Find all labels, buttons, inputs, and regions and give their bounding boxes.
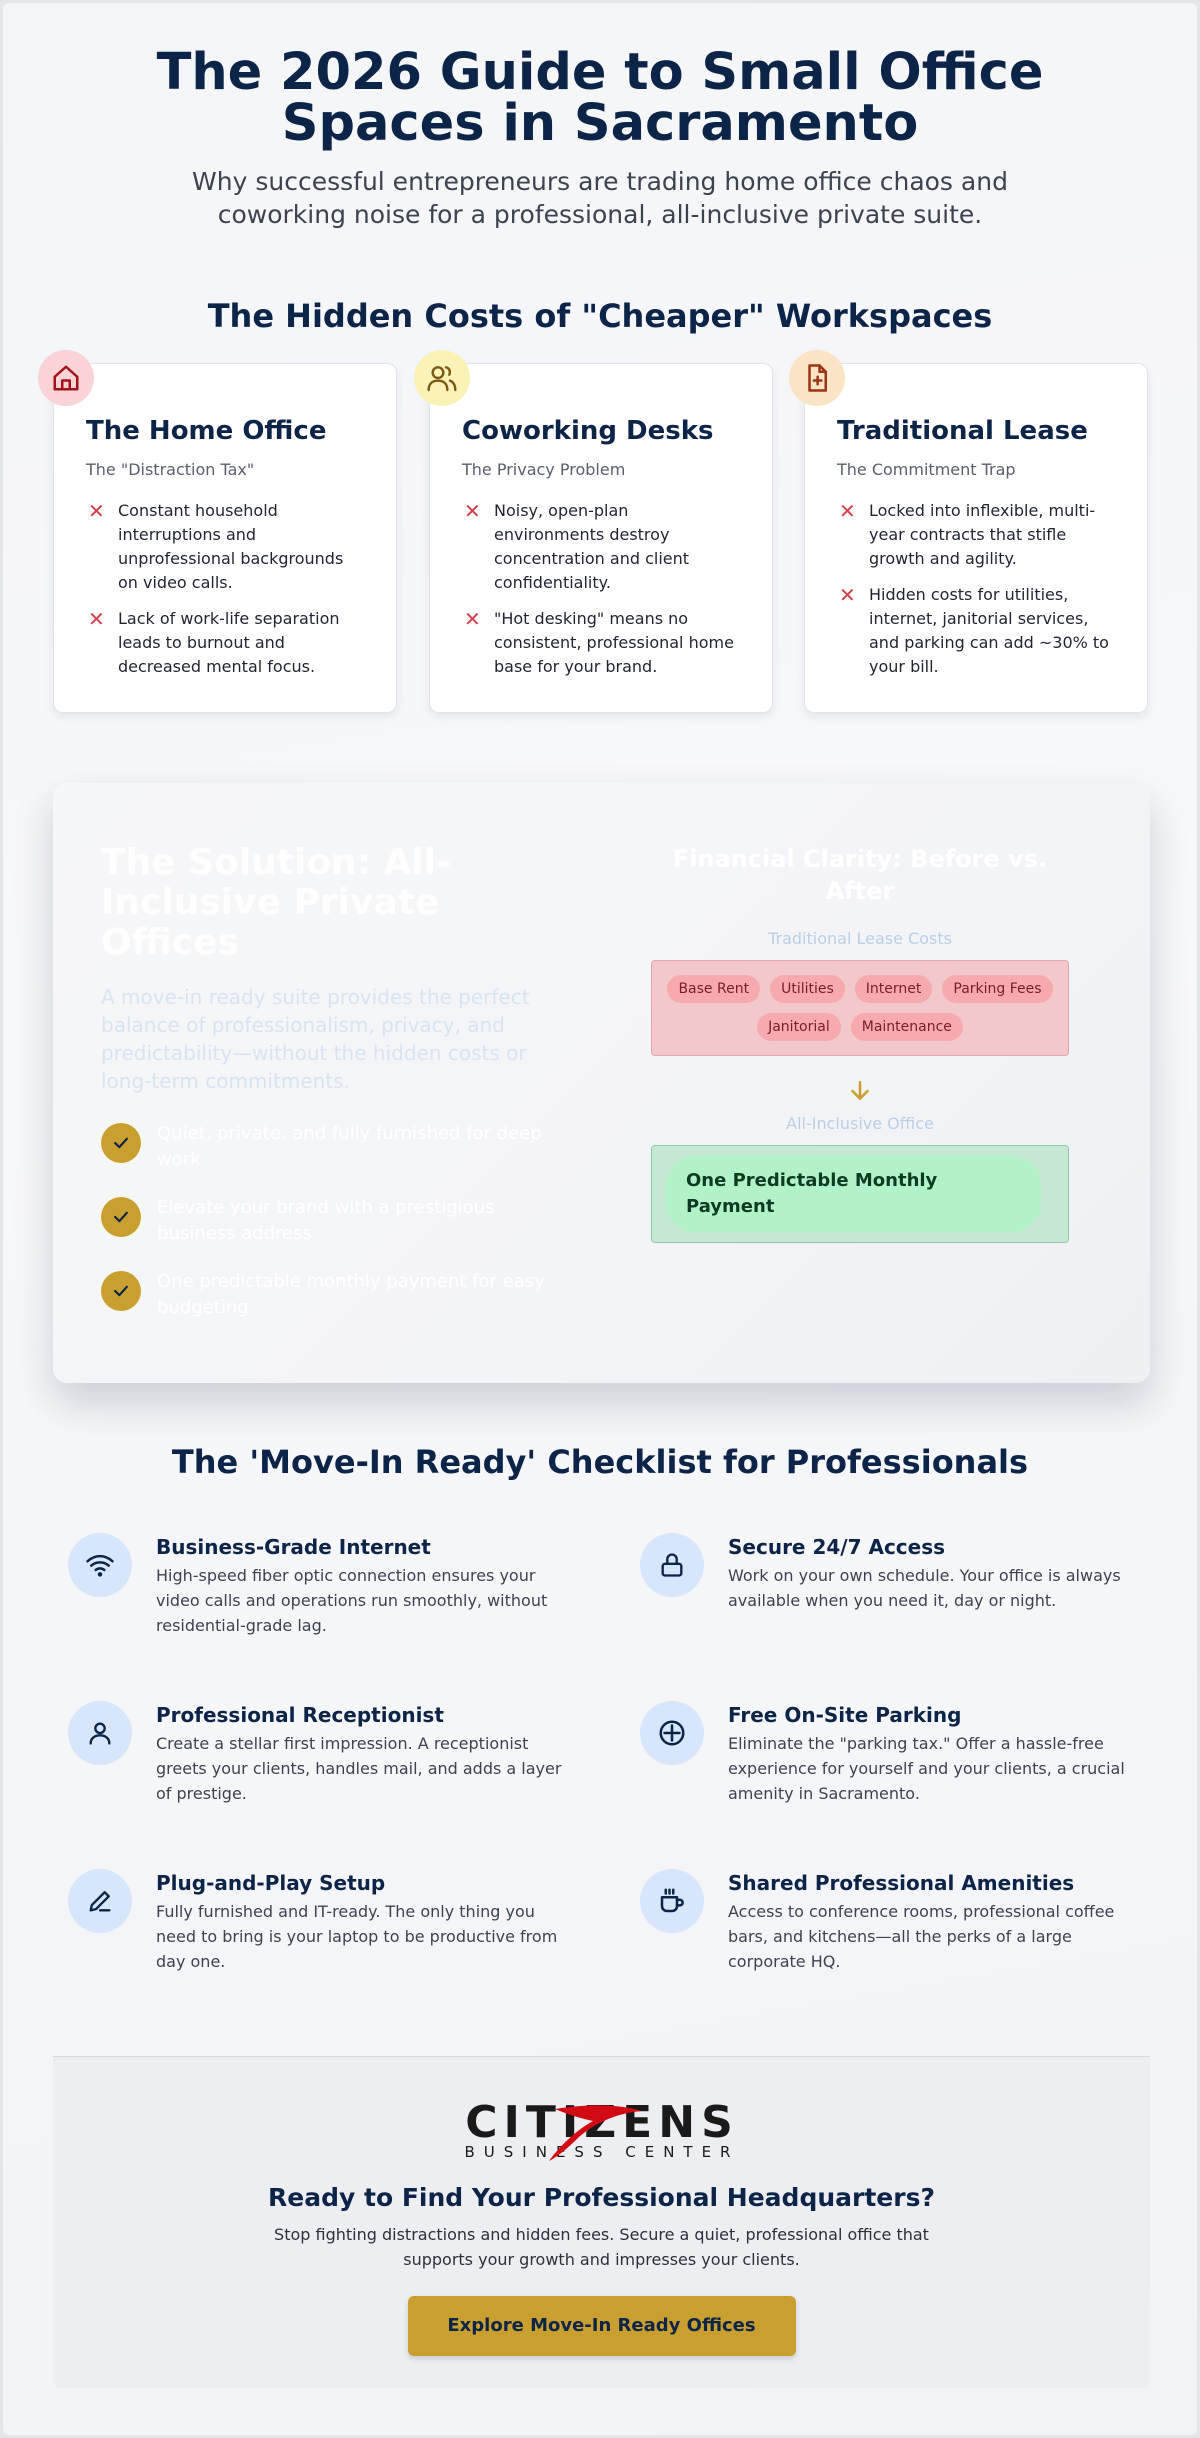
hero: The 2026 Guide to Small Office Spaces in… bbox=[3, 3, 1197, 231]
after-pill: One Predictable Monthly Payment bbox=[666, 1156, 1041, 1232]
card-points: ✕ Locked into inflexible, multi-year cont… bbox=[837, 499, 1115, 679]
home-icon bbox=[38, 350, 94, 406]
cost-chip: Utilities bbox=[770, 975, 845, 1003]
bullet-text: Quiet, private, and fully furnished for … bbox=[157, 1123, 542, 1170]
point-text: Lack of work-life separation leads to bu… bbox=[118, 609, 340, 676]
logo-wordmark: CITIZENS bbox=[465, 2097, 739, 2148]
close-icon: ✕ bbox=[839, 583, 856, 607]
card-tag: The "Distraction Tax" bbox=[86, 460, 255, 479]
feature-title: Secure 24/7 Access bbox=[728, 1535, 946, 1559]
pen-icon bbox=[68, 1869, 132, 1933]
checklist-title: The 'Move-In Ready' Checklist for Profes… bbox=[171, 1443, 1029, 1481]
list-item: One predictable monthly payment for easy… bbox=[101, 1269, 561, 1321]
check-icon bbox=[101, 1271, 141, 1311]
point-text: "Hot desking" means no consistent, profe… bbox=[494, 609, 734, 676]
list-item: ✕ Locked into inflexible, multi-year cont… bbox=[837, 499, 1115, 571]
parking-icon bbox=[640, 1701, 704, 1765]
close-icon: ✕ bbox=[88, 499, 105, 523]
check-icon bbox=[101, 1197, 141, 1237]
cta-text: Stop fighting distractions and hidden fe… bbox=[274, 2225, 929, 2269]
feature-internet: Business-Grade Internet High-speed fiber… bbox=[68, 1533, 568, 1638]
arrow-down-icon bbox=[651, 1078, 1069, 1108]
solution-lead: A move-in ready suite provides the perfe… bbox=[101, 985, 530, 1093]
card-tag: The Privacy Problem bbox=[462, 460, 626, 479]
hidden-costs-title: The Hidden Costs of "Cheaper" Workspaces bbox=[207, 297, 993, 335]
lock-icon bbox=[640, 1533, 704, 1597]
point-text: Hidden costs for utilities, internet, ja… bbox=[869, 585, 1109, 676]
list-item: ✕ Hidden costs for utilities, internet, j… bbox=[837, 583, 1115, 679]
page: The 2026 Guide to Small Office Spaces in… bbox=[3, 3, 1197, 2435]
explore-offices-button[interactable]: Explore Move-In Ready Offices bbox=[407, 2296, 796, 2356]
close-icon: ✕ bbox=[464, 607, 481, 631]
card-title: Traditional Lease bbox=[837, 416, 1088, 446]
before-costs-box: Base Rent Utilities Internet Parking Fee… bbox=[651, 960, 1069, 1056]
feature-title: Shared Professional Amenities bbox=[728, 1871, 1075, 1895]
user-icon bbox=[68, 1701, 132, 1765]
feature-text: Work on your own schedule. Your office i… bbox=[728, 1566, 1121, 1610]
cta-section: CITIZENS BUSINESS CENTER Ready to Find Y… bbox=[53, 2056, 1150, 2388]
feature-receptionist: Professional Receptionist Create a stell… bbox=[68, 1701, 568, 1806]
page-subtitle: Why successful entrepreneurs are trading… bbox=[192, 167, 1008, 229]
card-coworking: Coworking Desks The Privacy Problem ✕ Noi… bbox=[414, 350, 773, 713]
financial-clarity: Financial Clarity: Before vs. After Trad… bbox=[651, 843, 1069, 1243]
financial-clarity-title: Financial Clarity: Before vs. After bbox=[672, 845, 1048, 905]
feature-title: Professional Receptionist bbox=[156, 1703, 444, 1727]
close-icon: ✕ bbox=[464, 499, 481, 523]
citizens-logo: CITIZENS BUSINESS CENTER bbox=[417, 2097, 787, 2163]
list-item: ✕ Constant household interruptions and un… bbox=[86, 499, 364, 595]
check-icon bbox=[101, 1123, 141, 1163]
feature-text: Create a stellar first impression. A rec… bbox=[156, 1734, 562, 1803]
card-title: The Home Office bbox=[86, 416, 327, 446]
wifi-icon bbox=[68, 1533, 132, 1597]
close-icon: ✕ bbox=[88, 607, 105, 631]
feature-access: Secure 24/7 Access Work on your own sche… bbox=[640, 1533, 1140, 1613]
list-item: ✕ Lack of work-life separation leads to b… bbox=[86, 607, 364, 679]
close-icon: ✕ bbox=[839, 499, 856, 523]
card-home-office: The Home Office The "Distraction Tax" ✕ C… bbox=[38, 350, 397, 713]
card-title: Coworking Desks bbox=[462, 416, 714, 446]
bullet-text: One predictable monthly payment for easy… bbox=[157, 1271, 545, 1318]
solution-left: The Solution: All-Inclusive Private Offi… bbox=[101, 843, 561, 1343]
contract-icon bbox=[789, 350, 845, 406]
list-item: ✕ Noisy, open-plan environments destroy c… bbox=[462, 499, 740, 595]
card-points: ✕ Noisy, open-plan environments destroy c… bbox=[462, 499, 740, 679]
solution-title: The Solution: All-Inclusive Private Offi… bbox=[101, 842, 452, 963]
solution-panel: The Solution: All-Inclusive Private Offi… bbox=[53, 783, 1150, 1383]
logo-subtitle: BUSINESS CENTER bbox=[464, 2143, 739, 2161]
hidden-costs-cards: The Home Office The "Distraction Tax" ✕C… bbox=[3, 350, 1197, 723]
cost-chip: Base Rent bbox=[667, 975, 761, 1003]
point-text: Constant household interruptions and unp… bbox=[118, 501, 344, 592]
feature-parking: Free On-Site Parking Eliminate the "park… bbox=[640, 1701, 1140, 1806]
feature-setup: Plug-and-Play Setup Fully furnished and … bbox=[68, 1869, 568, 1974]
feature-amenities: Shared Professional Amenities Access to … bbox=[640, 1869, 1140, 1974]
list-item: Quiet, private, and fully furnished for … bbox=[101, 1121, 561, 1173]
feature-text: Eliminate the "parking tax." Offer a has… bbox=[728, 1734, 1125, 1803]
cost-chip: Internet bbox=[854, 975, 933, 1003]
point-text: Locked into inflexible, multi-year contr… bbox=[869, 501, 1096, 568]
list-item: ✕ "Hot desking" means no consistent, prof… bbox=[462, 607, 740, 679]
feature-title: Free On-Site Parking bbox=[728, 1703, 962, 1727]
users-icon bbox=[414, 350, 470, 406]
cost-chip: Parking Fees bbox=[942, 975, 1053, 1003]
before-label: Traditional Lease Costs bbox=[768, 929, 952, 948]
card-points: ✕ Constant household interruptions and un… bbox=[86, 499, 364, 679]
cost-chip: Maintenance bbox=[850, 1013, 963, 1041]
page-title: The 2026 Guide to Small Office Spaces in… bbox=[156, 43, 1044, 153]
card-traditional-lease: Traditional Lease The Commitment Trap ✕ L… bbox=[789, 350, 1148, 713]
solution-bullets: Quiet, private, and fully furnished for … bbox=[101, 1121, 561, 1321]
feature-text: Access to conference rooms, professional… bbox=[728, 1902, 1115, 1971]
point-text: Noisy, open-plan environments destroy co… bbox=[494, 501, 690, 592]
bullet-text: Elevate your brand with a prestigious bu… bbox=[157, 1197, 495, 1244]
feature-text: High-speed fiber optic connection ensure… bbox=[156, 1566, 548, 1635]
cost-chip: Janitorial bbox=[757, 1013, 841, 1041]
feature-title: Business-Grade Internet bbox=[156, 1535, 431, 1559]
coffee-icon bbox=[640, 1869, 704, 1933]
feature-text: Fully furnished and IT-ready. The only t… bbox=[156, 1902, 558, 1971]
list-item: Elevate your brand with a prestigious bu… bbox=[101, 1195, 561, 1247]
feature-title: Plug-and-Play Setup bbox=[156, 1871, 386, 1895]
cta-title: Ready to Find Your Professional Headquar… bbox=[268, 2183, 935, 2212]
after-box: One Predictable Monthly Payment bbox=[651, 1145, 1069, 1243]
after-label: All-Inclusive Office bbox=[786, 1114, 934, 1133]
card-tag: The Commitment Trap bbox=[837, 460, 1016, 479]
